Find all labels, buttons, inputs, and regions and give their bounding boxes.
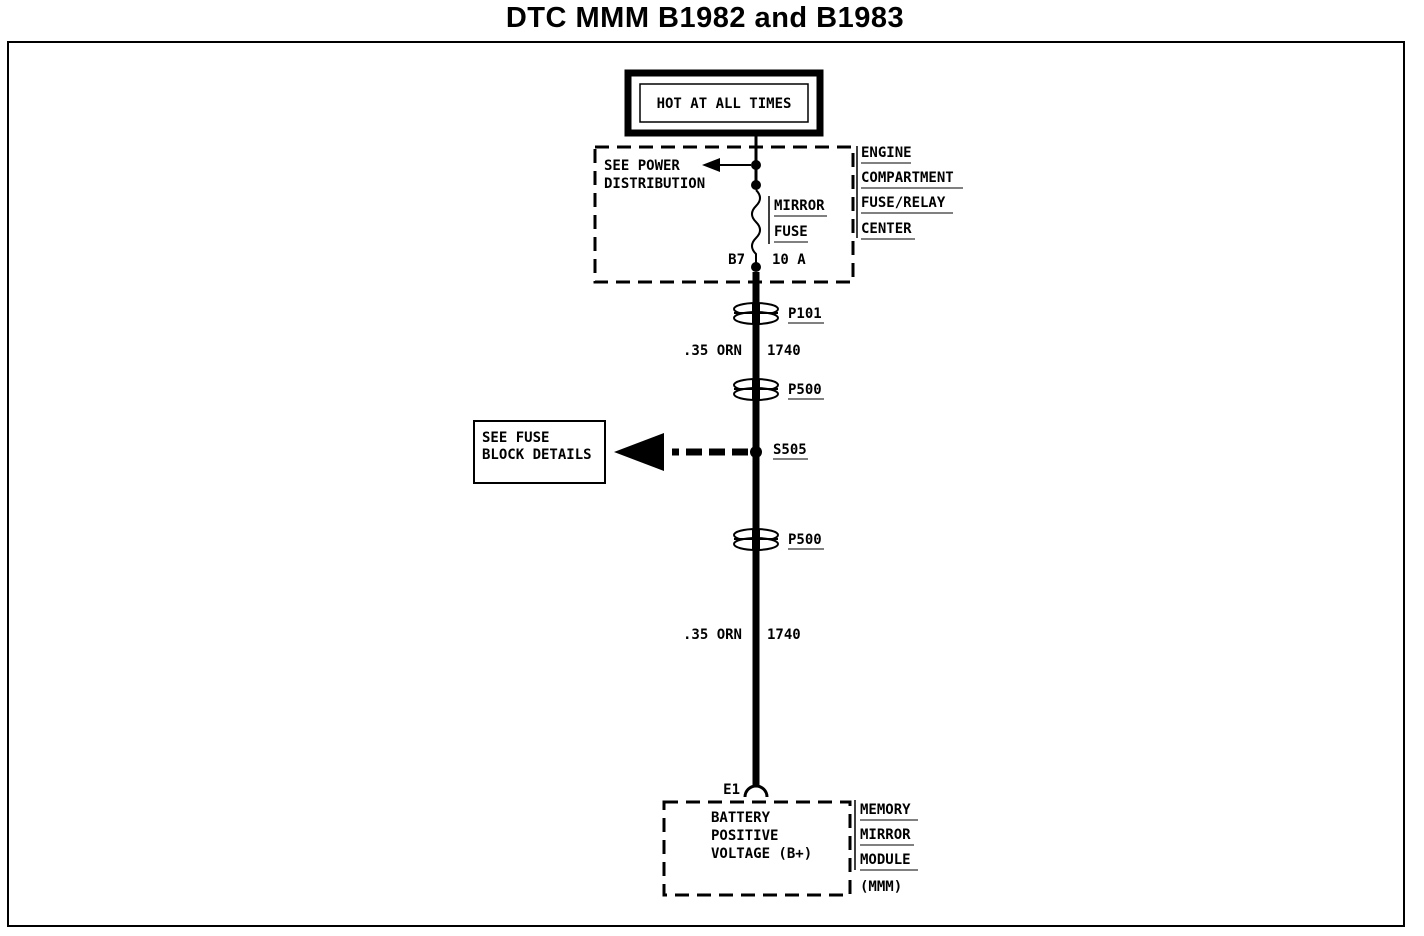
module-terminal-label: E1 [723,782,740,798]
connector-p101-label: P101 [788,306,822,322]
splice-s505-label: S505 [773,442,807,458]
mirror-fuse-symbol [751,189,761,266]
wire-lower-gauge-color: .35 ORN [683,627,742,643]
fuse-name-line-1: MIRROR [774,198,825,214]
bus-junction-dot-2 [751,180,761,190]
see-power-line-1: SEE POWER [604,158,680,174]
module-outline [662,800,852,897]
power-source-label: HOT AT ALL TIMES [657,96,792,112]
power-source-box: HOT AT ALL TIMES [624,69,824,137]
connector-p500-bottom-label: P500 [788,532,822,548]
bus-junction-dot [751,160,761,170]
module-terminal-icon [743,784,769,798]
fuse-center-label-line-3: FUSE/RELAY [861,195,946,211]
wire-upper-gauge-color: .35 ORN [683,343,742,359]
power-distribution-arrow-icon [702,158,751,172]
fuse-center-label-line-1: ENGINE [861,145,912,161]
module-label-line-4: (MMM) [860,879,902,895]
module-function-line-1: BATTERY [711,810,771,826]
diagram-frame [7,41,1405,927]
fuse-block-arrow-icon [614,433,664,471]
connector-p500-top-icon [733,378,779,401]
module-label: MEMORY MIRROR MODULE (MMM) [854,800,918,895]
connector-p500-top-label: P500 [788,382,822,398]
fuse-terminal-label: B7 [728,252,745,268]
fuse-center-label-line-2: COMPARTMENT [861,170,954,186]
page-title: DTC MMM B1982 and B1983 [505,2,905,34]
fuse-block-ref-line-2: BLOCK DETAILS [482,447,592,463]
module-label-line-3: MODULE [860,852,911,868]
wire-upper-circuit: 1740 [767,343,801,359]
fuse-terminal-dot [751,262,761,272]
connector-p500-bottom-icon [733,528,779,551]
module-label-line-2: MIRROR [860,827,911,843]
see-power-line-2: DISTRIBUTION [604,176,705,192]
fuse-name-line-2: FUSE [774,224,808,240]
fuse-block-ref-line-1: SEE FUSE [482,430,549,446]
splice-s505-dot [750,446,762,458]
module-function-line-2: POSITIVE [711,828,778,844]
wire-lower-circuit: 1740 [767,627,801,643]
module-function-line-3: VOLTAGE (B+) [711,846,812,862]
fuse-rating: 10 A [772,252,806,268]
fuse-name-label: MIRROR FUSE [768,196,827,244]
fuse-center-label: ENGINE COMPARTMENT FUSE/RELAY CENTER [856,145,963,240]
fuse-center-label-line-4: CENTER [861,221,912,237]
module-label-line-1: MEMORY [860,802,911,818]
fuse-block-ref-box [473,420,606,484]
connector-p101-icon [733,302,779,325]
